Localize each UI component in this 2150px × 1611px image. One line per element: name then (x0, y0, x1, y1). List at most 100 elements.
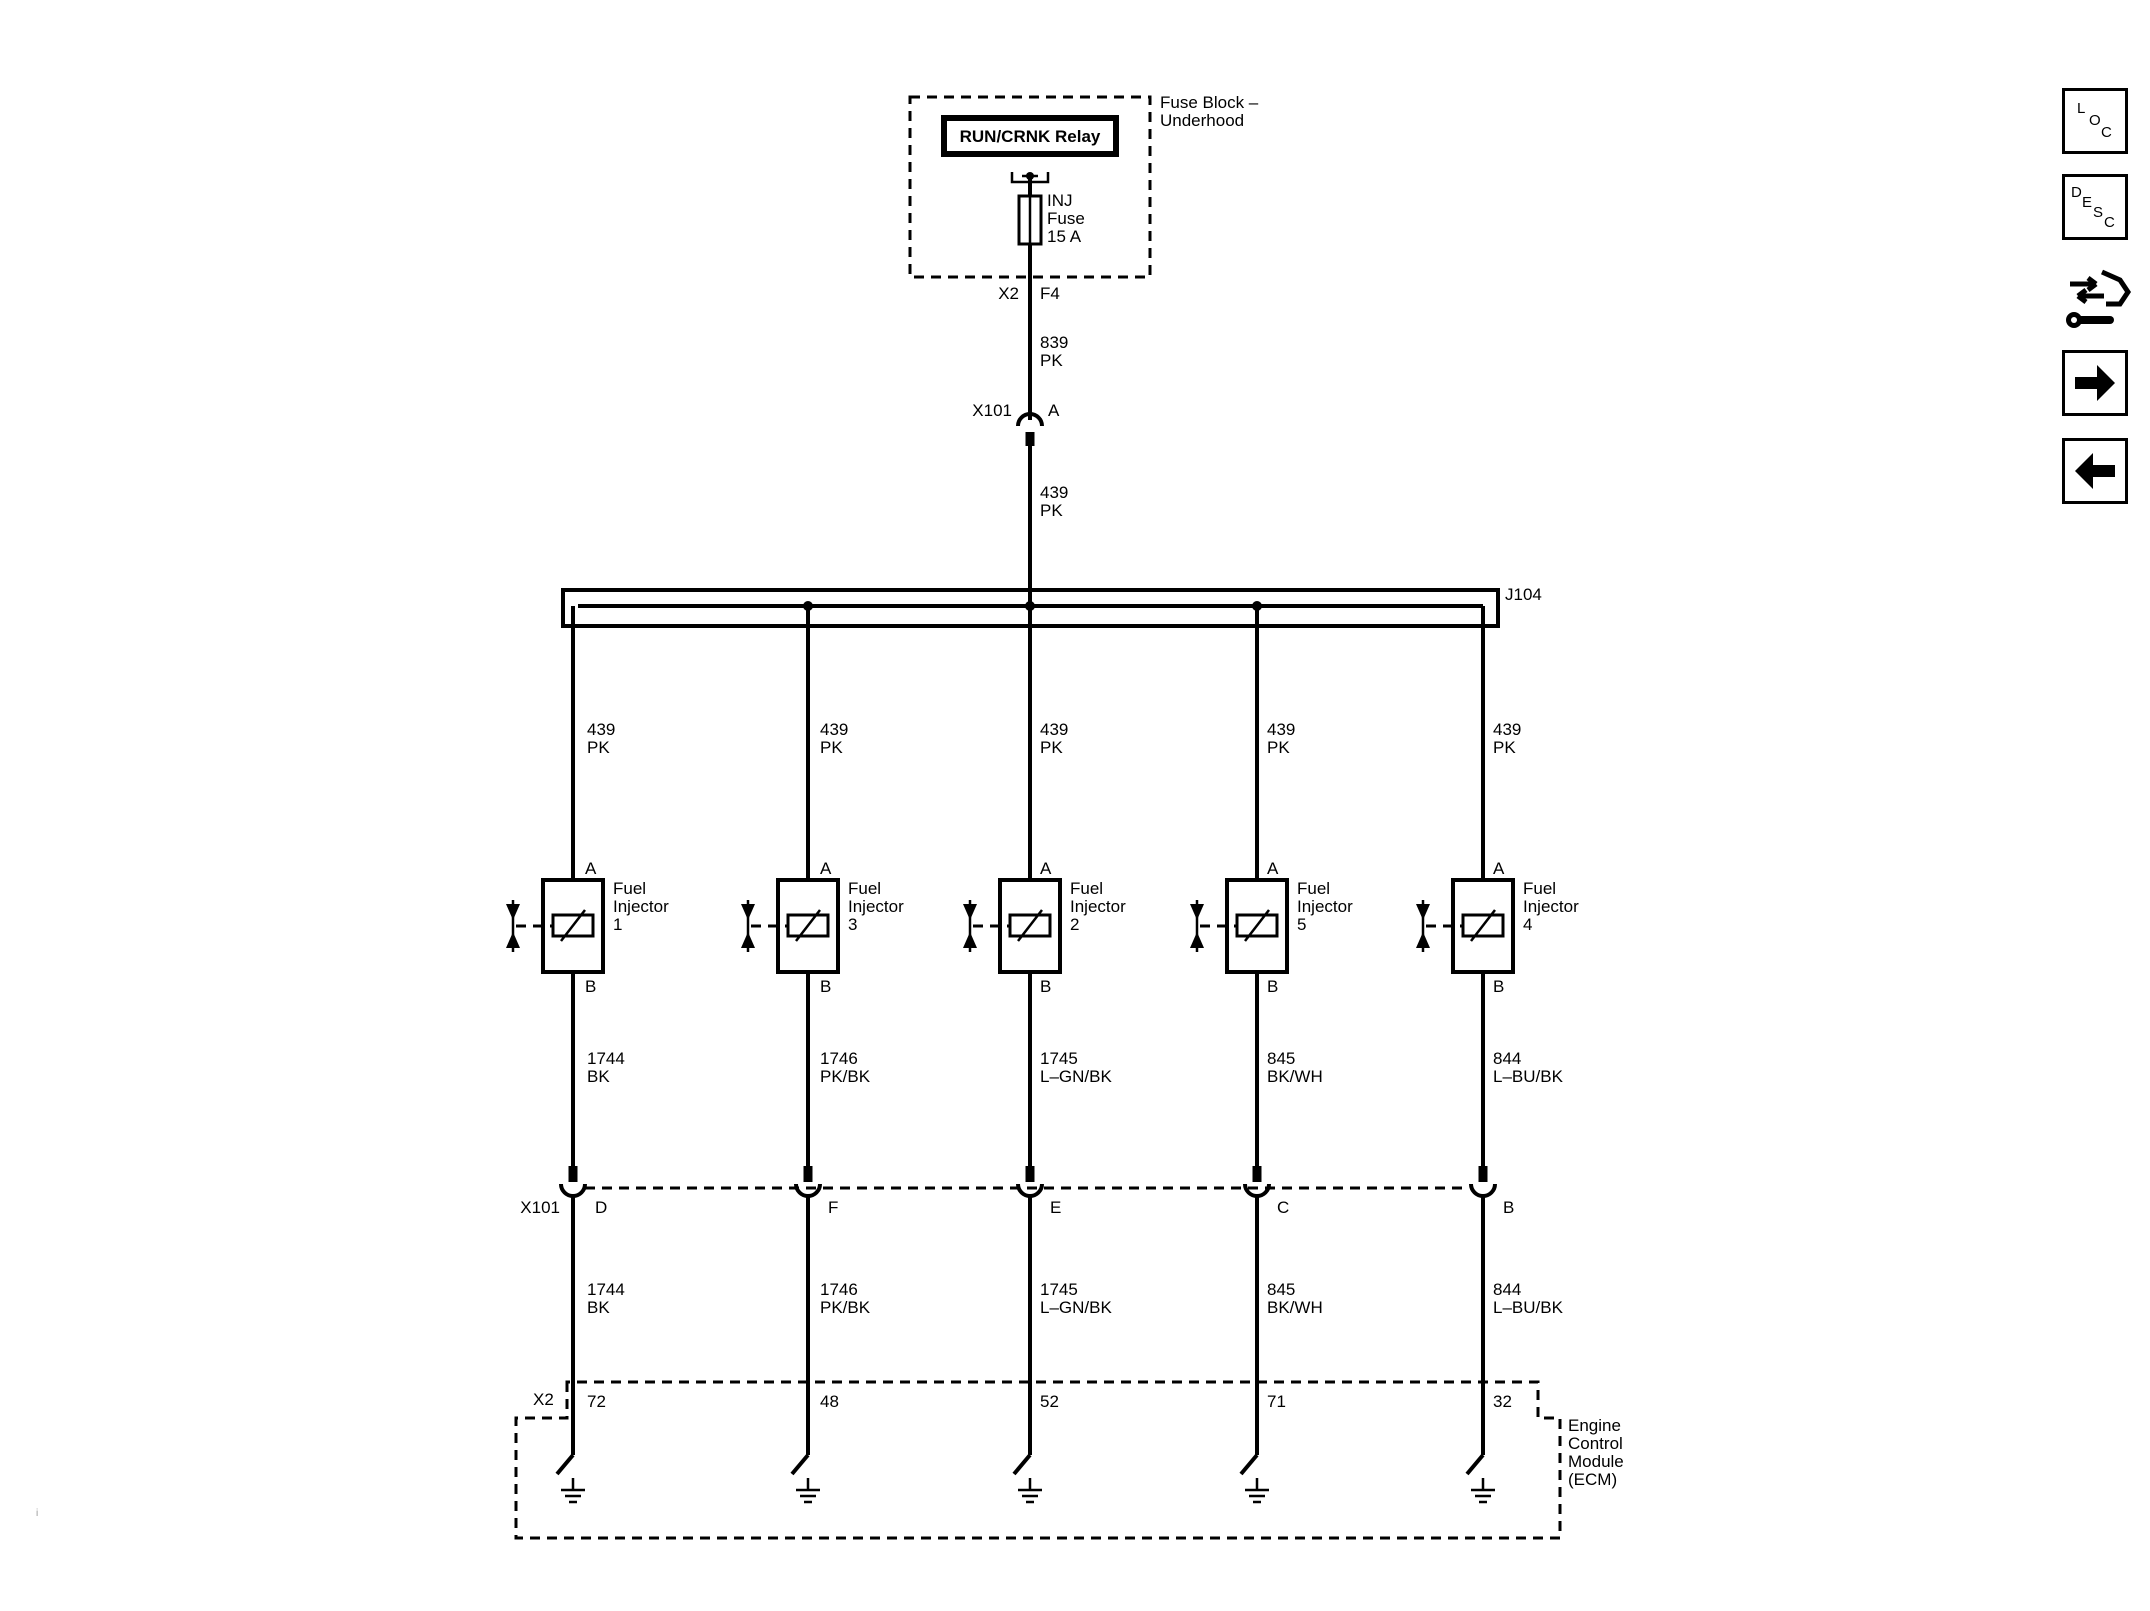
coil-core (560, 909, 586, 942)
svg-text:C: C (2101, 124, 2112, 141)
feed-wire-2-circuit: 439 (1040, 483, 1068, 502)
branch-top-circuit: 439 (587, 720, 615, 739)
branch-circuit-lower: 844 (1493, 1280, 1521, 1299)
branch-color-lower: BK (587, 1298, 610, 1317)
branch-circuit: 1746 (820, 1049, 858, 1068)
branch-top-color: PK (587, 738, 610, 757)
branch-top-color: PK (1267, 738, 1290, 757)
x101-bottom-name: X101 (520, 1198, 560, 1217)
branch-top-color: PK (820, 738, 843, 757)
previous-page-button[interactable] (2062, 438, 2128, 504)
injector-label-2: Injector (1297, 897, 1353, 916)
injector-label-3: 3 (848, 915, 857, 934)
ecm-pin: 71 (1267, 1392, 1286, 1411)
branch-circuit: 1745 (1040, 1049, 1078, 1068)
branch-color-lower: PK/BK (820, 1298, 871, 1317)
injector-pin-b: B (1040, 977, 1051, 996)
branch-color: L–GN/BK (1040, 1067, 1112, 1086)
x101-socket (1016, 1183, 1044, 1198)
injector-label-3: 2 (1070, 915, 1079, 934)
injector-pin-a: A (1493, 859, 1505, 878)
injector-branch: 439 PK A Fuel Injector 2 B 1745 L–GN/BK … (963, 606, 1126, 1504)
branch-color: BK/WH (1267, 1067, 1323, 1086)
injector-label-3: 5 (1297, 915, 1306, 934)
injector-branch: 439 PK A Fuel Injector 1 B 1744 BK D 174… (506, 606, 669, 1504)
connector-info-button[interactable] (2062, 258, 2132, 334)
ecm-switch (790, 1453, 810, 1476)
x101-socket (1243, 1183, 1271, 1198)
branch-top-circuit: 439 (1267, 720, 1295, 739)
ground-icon (796, 1478, 820, 1504)
run-crnk-relay (941, 115, 1119, 157)
injector-pin-a: A (1267, 859, 1279, 878)
branch-top-color: PK (1493, 738, 1516, 757)
branch-top-circuit: 439 (820, 720, 848, 739)
x101-socket (559, 1183, 587, 1198)
ground-icon (1471, 1478, 1495, 1504)
splice-label: J104 (1505, 585, 1542, 604)
branch-color-lower: L–BU/BK (1493, 1298, 1564, 1317)
svg-text:E: E (2082, 194, 2092, 211)
description-button[interactable]: D E S C (2062, 174, 2128, 240)
fuse-label-2: Fuse (1047, 209, 1085, 228)
next-page-button[interactable] (2062, 350, 2128, 416)
ecm-switch (1239, 1453, 1259, 1476)
injector-label-3: 1 (613, 915, 622, 934)
location-button[interactable]: L O C (2062, 88, 2128, 154)
svg-text:S: S (2093, 204, 2103, 221)
branch-circuit: 1744 (587, 1049, 625, 1068)
feed-wire-1-circuit: 839 (1040, 333, 1068, 352)
x101-pin-label: C (1277, 1198, 1289, 1217)
x101-pin-label: D (595, 1198, 607, 1217)
coil-core (1017, 909, 1043, 942)
x101-pin-label: F (828, 1198, 838, 1217)
branch-top-circuit: 439 (1493, 720, 1521, 739)
injector-label-1: Fuel (1297, 879, 1330, 898)
injector-label-3: 4 (1523, 915, 1532, 934)
injector-pin-a: A (820, 859, 832, 878)
injector-label-1: Fuel (613, 879, 646, 898)
branch-top-circuit: 439 (1040, 720, 1068, 739)
x101-top-name: X101 (972, 401, 1012, 420)
fuse-block-pin: F4 (1040, 284, 1060, 303)
ecm-outline (514, 1380, 1562, 1540)
branch-circuit-lower: 1746 (820, 1280, 858, 1299)
fuse-block-label-1: Fuse Block – (1160, 93, 1259, 112)
branch-circuit-lower: 845 (1267, 1280, 1295, 1299)
injector-pin-a: A (585, 859, 597, 878)
injector-label-1: Fuel (848, 879, 881, 898)
fuse-label-3: 15 A (1047, 227, 1082, 246)
ecm-label-2: Control (1568, 1434, 1623, 1453)
branch-color: BK (587, 1067, 610, 1086)
arrow-left-icon (2075, 453, 2115, 489)
corner-mark: i (36, 1508, 39, 1519)
injector-label-1: Fuel (1070, 879, 1103, 898)
branch-circuit: 844 (1493, 1049, 1521, 1068)
loc-icon: L O C (2077, 100, 2112, 141)
branch-color-lower: BK/WH (1267, 1298, 1323, 1317)
svg-text:C: C (2104, 214, 2115, 231)
fuse-block-label-2: Underhood (1160, 111, 1244, 130)
injector-pin-b: B (1267, 977, 1278, 996)
branch-circuit: 845 (1267, 1049, 1295, 1068)
connector-wrench-icon (2066, 269, 2132, 328)
branch-circuit-lower: 1745 (1040, 1280, 1078, 1299)
svg-text:O: O (2089, 112, 2101, 129)
ecm-switch (1465, 1453, 1485, 1476)
x101-connector-top (1016, 412, 1044, 427)
injector-label-1: Fuel (1523, 879, 1556, 898)
coil-core (1470, 909, 1496, 942)
fuse-block-outline (908, 95, 1152, 279)
x101-socket (794, 1183, 822, 1198)
injector-label-2: Injector (1070, 897, 1126, 916)
branch-color-lower: L–GN/BK (1040, 1298, 1112, 1317)
relay-label: RUN/CRNK Relay (960, 127, 1101, 146)
ground-icon (1018, 1478, 1042, 1504)
ecm-label-3: Module (1568, 1452, 1624, 1471)
desc-icon: D E S C (2071, 184, 2115, 231)
ecm-switch (555, 1453, 575, 1476)
branch-color: L–BU/BK (1493, 1067, 1564, 1086)
feed-wire-2-color: PK (1040, 501, 1063, 520)
arrow-right-icon (2075, 365, 2115, 401)
x101-pin-label: E (1050, 1198, 1061, 1217)
